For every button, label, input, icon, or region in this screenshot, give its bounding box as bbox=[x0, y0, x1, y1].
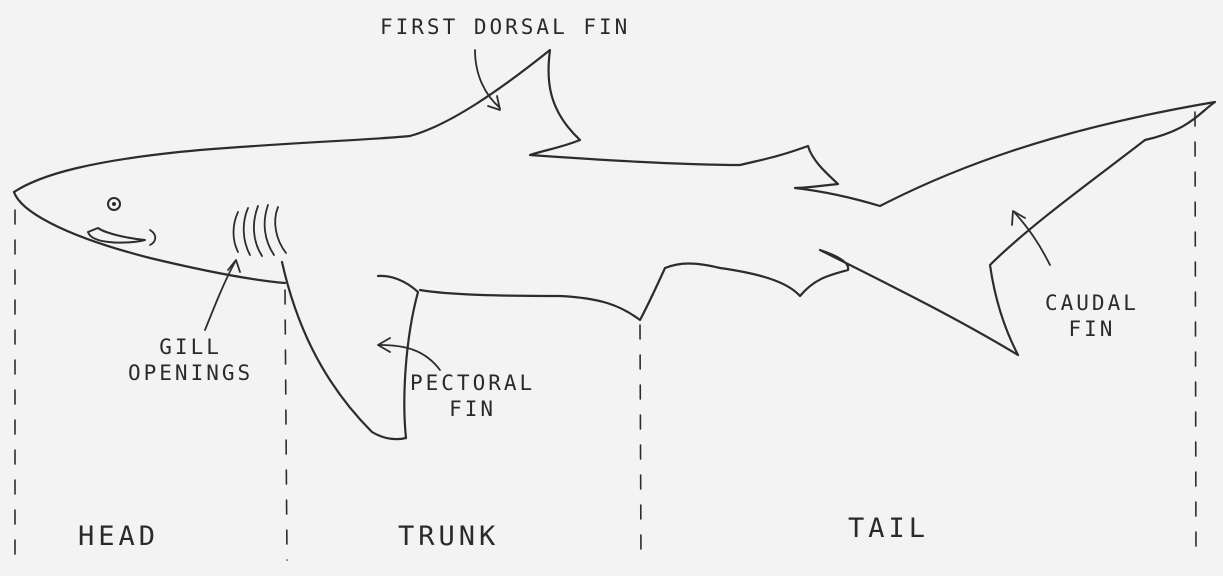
divider-tail-end bbox=[1194, 111, 1197, 561]
shark-pupil bbox=[112, 202, 116, 206]
label-pectoral-line2: FIN bbox=[449, 397, 497, 421]
label-gill-line1: GILL bbox=[159, 335, 222, 359]
divider-trunk-tail bbox=[639, 324, 642, 561]
pointer-arrows bbox=[204, 49, 1051, 371]
label-gill-openings: GILL OPENINGS bbox=[128, 334, 253, 386]
shark-mouth bbox=[87, 227, 146, 244]
label-gill-line2: OPENINGS bbox=[128, 361, 254, 385]
region-dividers bbox=[14, 111, 1197, 561]
label-pectoral-fin: PECTORAL FIN bbox=[410, 370, 535, 422]
label-first-dorsal-fin: FIRST DORSAL FIN bbox=[380, 15, 631, 39]
shark-body-outline bbox=[12, 48, 1217, 357]
label-caudal-line1: CAUDAL bbox=[1045, 291, 1139, 315]
shark-eye bbox=[107, 197, 121, 211]
region-tail: TAIL bbox=[848, 513, 930, 544]
pectoral-fin-outline bbox=[280, 260, 420, 441]
gill-slits bbox=[232, 204, 287, 257]
divider-head-trunk bbox=[284, 289, 288, 561]
region-trunk: TRUNK bbox=[398, 521, 500, 552]
shark-mouth-corner bbox=[149, 229, 157, 246]
label-caudal-line2: FIN bbox=[1068, 317, 1116, 341]
label-caudal-fin: CAUDAL FIN bbox=[1045, 290, 1139, 342]
shark-belly bbox=[12, 190, 287, 285]
region-head: HEAD bbox=[78, 521, 160, 552]
label-pectoral-line1: PECTORAL bbox=[410, 371, 536, 395]
